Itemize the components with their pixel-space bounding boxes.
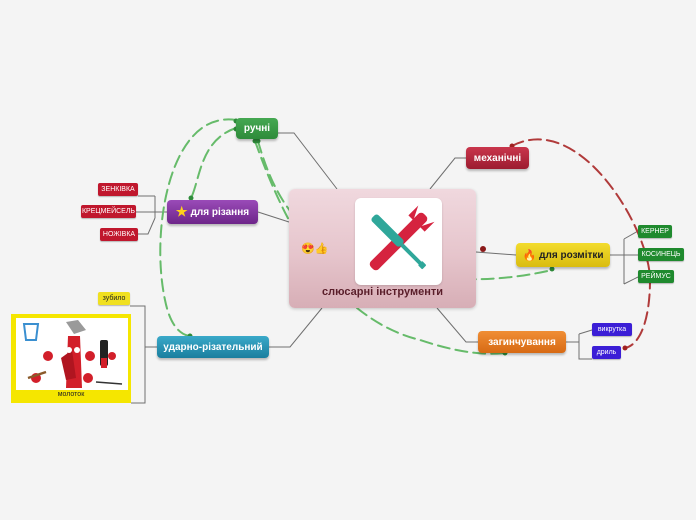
central-image xyxy=(355,198,442,285)
link-central-impact xyxy=(269,307,323,348)
topic-cutting-label: для різання xyxy=(190,206,250,218)
dashed-manual-central xyxy=(190,127,237,199)
topic-bending[interactable]: загинчування xyxy=(478,331,566,353)
tools-cartoon-image xyxy=(16,318,128,390)
link-central-bending xyxy=(436,307,478,343)
star-icon: ★ xyxy=(175,204,188,219)
leaf-zenkivka[interactable]: ЗЕНКІВКА xyxy=(98,183,138,196)
central-title: слюсарні інструменти xyxy=(322,286,443,298)
link-central-manual xyxy=(278,132,338,190)
leaf-nozhivka[interactable]: НОЖІВКА xyxy=(100,228,138,241)
dashed-manual-bending xyxy=(254,140,506,355)
emoji-stickers: 😍👍 xyxy=(301,243,329,255)
link-cutting-leaves xyxy=(136,195,167,235)
dashed-manual-impact xyxy=(159,118,237,337)
hammer-caption: молоток xyxy=(57,391,85,398)
leaf-kretsmeisel[interactable]: КРЕЦМЕЙСЕЛЬ xyxy=(81,205,136,218)
topic-manual[interactable]: ручні xyxy=(236,118,278,139)
link-central-mechanical xyxy=(429,157,466,190)
leaf-kosynets[interactable]: КОСИНЕЦЬ xyxy=(638,248,684,261)
link-impact-leaf xyxy=(130,305,157,348)
leaf-kerner[interactable]: КЕРНЕР xyxy=(638,225,672,238)
dashed-mechanical-bending xyxy=(511,138,652,349)
fire-icon: 🔥 xyxy=(522,249,537,262)
leaf-vykrutka[interactable]: викрутка xyxy=(592,323,632,336)
topic-cutting[interactable]: ★ для різання xyxy=(167,200,258,224)
link-central-cutting xyxy=(257,211,290,223)
topic-marking[interactable]: 🔥 для розмітки xyxy=(516,243,610,267)
leaf-dryl[interactable]: дриль xyxy=(592,346,621,359)
link-central-marking xyxy=(475,251,517,256)
wrench-screwdriver-icon xyxy=(369,205,435,271)
leaf-reimus[interactable]: РЕЙМУС xyxy=(638,270,674,283)
link-bending-leaves xyxy=(566,329,593,360)
topic-impact-cutting[interactable]: ударно-різательний xyxy=(157,336,269,358)
topic-mechanical[interactable]: механічні xyxy=(466,147,529,169)
link-image xyxy=(131,347,146,404)
leaf-zubylo[interactable]: зубило xyxy=(98,292,130,305)
link-marking-leaves xyxy=(610,230,639,285)
topic-marking-label: для розмітки xyxy=(539,249,604,261)
